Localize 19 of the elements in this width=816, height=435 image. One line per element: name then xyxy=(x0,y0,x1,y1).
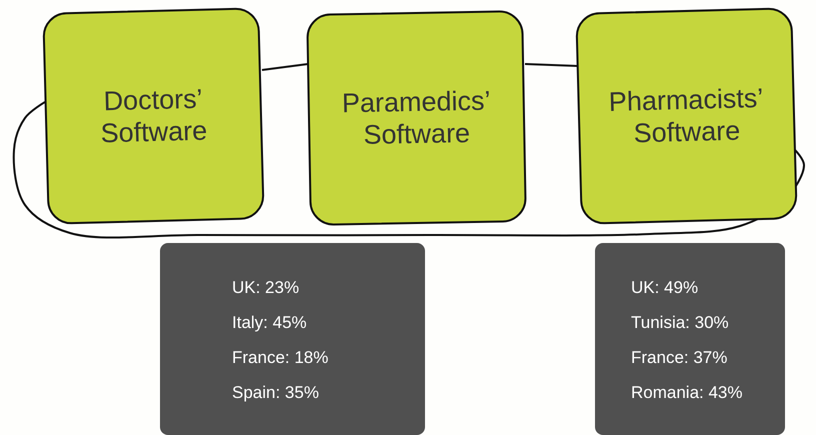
stat-text: France: 18% xyxy=(232,347,330,369)
stats-panel xyxy=(160,243,425,435)
stat-text: Tunisia: 30% xyxy=(631,312,730,334)
process-box xyxy=(306,10,527,226)
box-label: Doctors’ Software xyxy=(99,82,209,150)
stat-text: Romania: 43% xyxy=(631,382,744,404)
stat-text: Spain: 35% xyxy=(232,382,320,404)
box-label: Paramedics’ Software xyxy=(340,84,492,152)
process-box xyxy=(575,7,798,225)
stat-text: UK: 49% xyxy=(631,277,700,299)
connector-line xyxy=(12,101,805,239)
box-label: Pharmacists’ Software xyxy=(607,82,765,150)
stat-text: UK: 23% xyxy=(232,277,300,299)
connector-line xyxy=(262,63,308,71)
process-box xyxy=(42,7,265,225)
stats-panel xyxy=(595,243,785,435)
stat-text: Italy: 45% xyxy=(232,312,308,334)
stat-text: France: 37% xyxy=(631,347,728,369)
connector-line xyxy=(524,63,578,67)
